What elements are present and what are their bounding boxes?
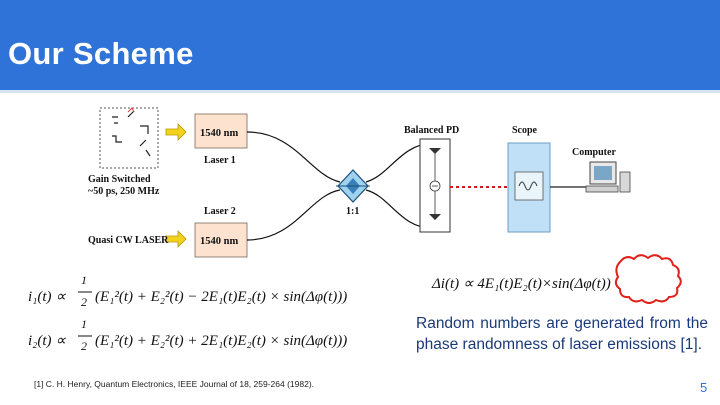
arrow-right-icon: [165, 123, 187, 141]
equation-i1-lhs: i₁(t) ∝: [28, 289, 66, 305]
laser1-wavelength: 1540 nm: [200, 128, 238, 139]
page-number: 5: [700, 380, 708, 395]
fiber-coupler: [336, 169, 370, 203]
balanced-pd-label: Balanced PD: [404, 125, 459, 136]
equation-i2-numerator: 1: [81, 317, 87, 331]
scope-label: Scope: [512, 125, 538, 136]
balanced-pd: [419, 138, 451, 233]
photodiode-icon: [429, 214, 441, 220]
laser2-label: Laser 2: [204, 206, 236, 217]
pulse-spec-label: ~50 ps, 250 MHz: [88, 186, 160, 197]
body-text: Random numbers are generated from the ph…: [416, 315, 708, 353]
equation-i2-lhs: i₂(t) ∝: [28, 333, 66, 349]
equation-i1-numerator: 1: [81, 273, 87, 287]
quasi-cw-label: Quasi CW LASER: [88, 235, 169, 246]
laser1-label: Laser 1: [204, 155, 236, 166]
equation-delta-i: Δi(t) ∝ 4E₁(t)E₂(t)×sin(Δφ(t)): [431, 276, 611, 292]
equation-i1-denominator: 2: [81, 295, 87, 309]
equation-i1-rhs: (E₁²(t) + E₂²(t) − 2E₁(t)E₂(t) × sin(Δφ(…: [95, 289, 347, 305]
coupler-ratio: 1:1: [346, 206, 359, 217]
equation-i2-rhs: (E₁²(t) + E₂²(t) + 2E₁(t)E₂(t) × sin(Δφ(…: [95, 333, 347, 349]
equation-i2: i₂(t) ∝ 1 2 (E₁²(t) + E₂²(t) + 2E₁(t)E₂(…: [28, 317, 347, 353]
laser2-wavelength: 1540 nm: [200, 236, 238, 247]
gain-switched-pulse-sketch: [99, 107, 159, 169]
header-bar: Our Scheme: [0, 0, 720, 90]
phase-highlight-cloud: [614, 254, 682, 304]
laser1-box: 1540 nm: [194, 113, 248, 149]
gain-switched-label: Gain Switched: [88, 174, 151, 185]
photodiode-icon: [429, 148, 441, 154]
header-divider: [0, 90, 720, 93]
computer-icon: [585, 161, 631, 193]
sine-wave-icon: [518, 181, 538, 191]
equation-i1: i₁(t) ∝ 1 2 (E₁²(t) + E₂²(t) − 2E₁(t)E₂(…: [28, 273, 347, 309]
computer-label: Computer: [572, 147, 616, 158]
arrow-right-icon: [165, 230, 187, 248]
slide-title: Our Scheme: [8, 36, 194, 71]
reference-citation: [1] C. H. Henry, Quantum Electronics, IE…: [34, 379, 315, 389]
laser2-box: 1540 nm: [194, 222, 248, 258]
equation-i2-denominator: 2: [81, 339, 87, 353]
scope: [507, 142, 551, 233]
